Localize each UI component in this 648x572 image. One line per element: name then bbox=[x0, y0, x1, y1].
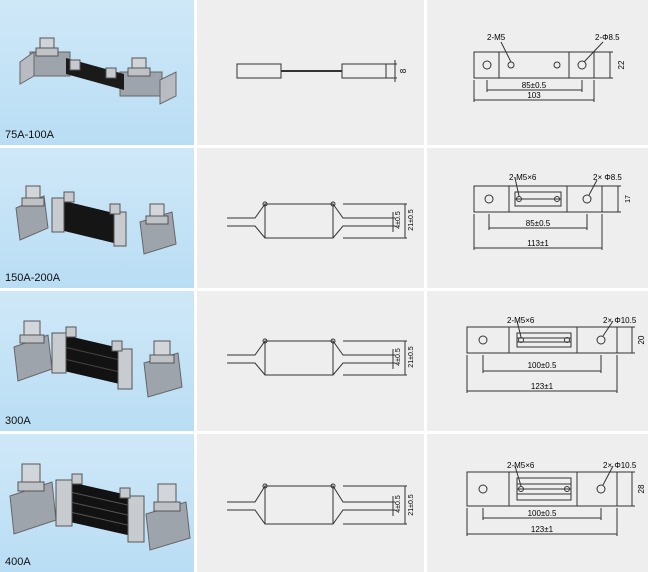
product-photo-cell: 300A bbox=[0, 291, 194, 431]
top-view-cell: 2-M5×6 2× Φ10.5 28 100±0.5 123±1 bbox=[427, 434, 648, 572]
hole-label: 2-M5×6 bbox=[507, 316, 535, 325]
top-view-drawing: 2-M5 2-Φ8.5 22 85±0.5 103 bbox=[473, 33, 626, 102]
top-view-cell: 2-M5 2-Φ8.5 22 85±0.5 103 bbox=[427, 0, 648, 145]
product-photo-cell: 75A-100A bbox=[0, 0, 194, 145]
outer-dim: 123±1 bbox=[531, 525, 554, 534]
product-photo-cell: 150A-200A bbox=[0, 148, 194, 288]
rating-label: 150A-200A bbox=[5, 272, 61, 284]
side-view-drawing: 4±0.5 21±0.5 bbox=[227, 483, 415, 525]
rating-label: 75A-100A bbox=[5, 129, 54, 141]
product-photo-cell: 400A bbox=[0, 434, 194, 572]
width-dim: 17 bbox=[625, 195, 632, 203]
inner-dim: 100±0.5 bbox=[528, 509, 557, 518]
side-view-cell: 4±0.5 21±0.5 bbox=[197, 148, 424, 288]
side-view-cell: 4±0.5 21±0.5 bbox=[197, 291, 424, 431]
side-view-drawing: 8 bbox=[236, 60, 408, 82]
diameter-label: 2× Φ10.5 bbox=[603, 461, 637, 470]
thickness-dim: 4±0.5 bbox=[395, 211, 402, 229]
width-dim: 22 bbox=[617, 60, 626, 69]
shunt-photo bbox=[15, 185, 177, 255]
shunt-row-150a-200a: 150A-200A 4±0.5 21±0.5 bbox=[0, 148, 648, 288]
side-height-dim: 21±0.5 bbox=[408, 346, 415, 367]
outer-dim: 123±1 bbox=[531, 382, 554, 391]
thickness-dim: 4±0.5 bbox=[395, 495, 402, 513]
outer-dim: 113±1 bbox=[527, 239, 549, 248]
inner-dim: 85±0.5 bbox=[526, 219, 551, 228]
width-dim: 20 bbox=[637, 335, 646, 344]
side-view-drawing: 4±0.5 21±0.5 bbox=[227, 338, 415, 376]
hole-label: 2-M5 bbox=[487, 33, 506, 42]
top-view-drawing: 2-M5×6 2× Φ10.5 28 100±0.5 123±1 bbox=[466, 461, 646, 536]
top-view-cell: 2-M5×6 2× Φ8.5 17 85±0.5 113±1 bbox=[427, 148, 648, 288]
shunt-photo bbox=[9, 463, 191, 551]
side-height-dim: 21±0.5 bbox=[408, 209, 415, 230]
side-view-drawing: 4±0.5 21±0.5 bbox=[227, 201, 415, 239]
diameter-label: 2× Φ10.5 bbox=[603, 316, 637, 325]
thickness-dim: 4±0.5 bbox=[395, 348, 402, 366]
top-view-drawing: 2-M5×6 2× Φ10.5 20 100±0.5 123±1 bbox=[466, 316, 646, 393]
top-view-cell: 2-M5×6 2× Φ10.5 20 100±0.5 123±1 bbox=[427, 291, 648, 431]
side-view-cell: 4±0.5 21±0.5 bbox=[197, 434, 424, 572]
inner-dim: 85±0.5 bbox=[522, 81, 547, 90]
hole-label: 2-M5×6 bbox=[507, 461, 535, 470]
rating-label: 300A bbox=[5, 415, 31, 427]
top-view-drawing: 2-M5×6 2× Φ8.5 17 85±0.5 113±1 bbox=[473, 173, 632, 250]
shunt-row-300a: 300A 4±0.5 21±0.5 bbox=[0, 291, 648, 431]
shunt-photo bbox=[19, 37, 177, 105]
rating-label: 400A bbox=[5, 556, 31, 568]
side-height-dim: 21±0.5 bbox=[408, 494, 415, 515]
hole-label: 2-M5×6 bbox=[509, 173, 537, 182]
outer-dim: 103 bbox=[527, 91, 541, 100]
width-dim: 28 bbox=[637, 484, 646, 493]
diameter-label: 2× Φ8.5 bbox=[593, 173, 622, 182]
shunt-row-75a-100a: 75A-100A 8 bbox=[0, 0, 648, 145]
diameter-label: 2-Φ8.5 bbox=[595, 33, 620, 42]
side-height-dim: 8 bbox=[399, 68, 408, 73]
shunt-row-400a: 400A 4±0.5 21±0.5 bbox=[0, 434, 648, 572]
inner-dim: 100±0.5 bbox=[528, 361, 557, 370]
shunt-photo bbox=[13, 320, 183, 398]
side-view-cell: 8 bbox=[197, 0, 424, 145]
